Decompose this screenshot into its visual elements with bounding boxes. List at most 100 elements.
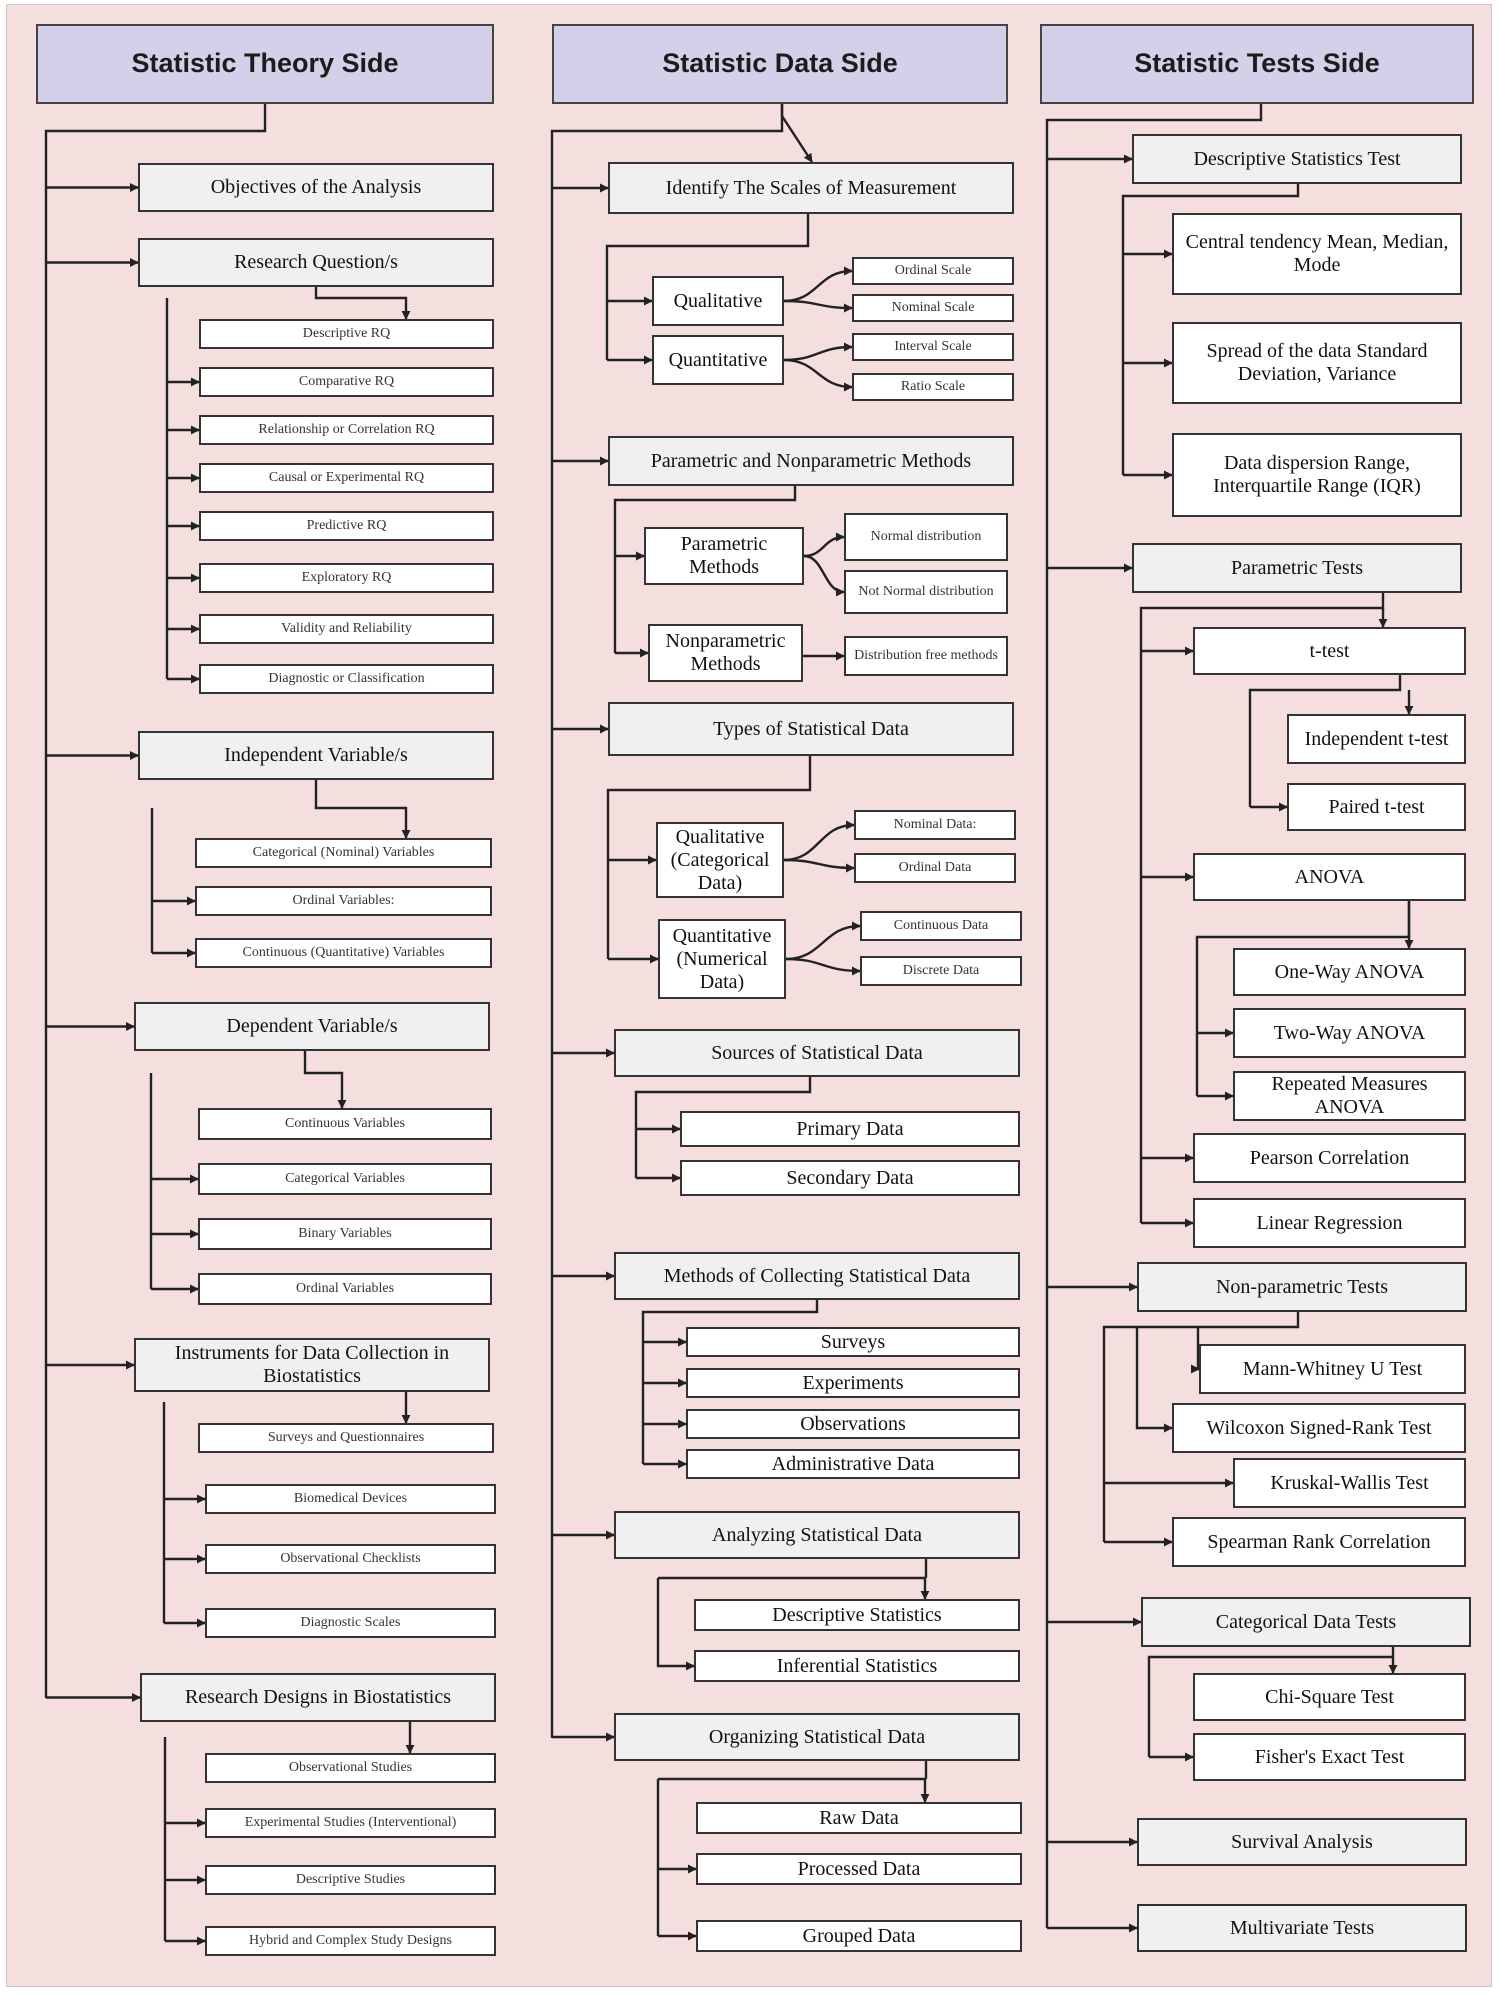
column-header-statistic-tests-side: Statistic Tests Side <box>1040 24 1474 104</box>
parametric-group-linear-regression: Linear Regression <box>1193 1198 1466 1248</box>
theory-section-research-designs-in-biostatistics: Research Designs in Biostatistics <box>140 1673 496 1722</box>
nonparametric-item-kruskal-wallis-test: Kruskal-Wallis Test <box>1233 1458 1466 1508</box>
collection-item-observations: Observations <box>686 1409 1020 1439</box>
scale-curve <box>783 266 853 303</box>
ttest-item-independent-t-test: Independent t-test <box>1287 714 1466 764</box>
method-spine <box>613 486 797 653</box>
scale-curve <box>783 299 853 313</box>
iv-item-continuous-quantitative-variables: Continuous (Quantitative) Variables <box>195 938 492 968</box>
rq-item-predictive-rq: Predictive RQ <box>199 511 494 541</box>
rq-item-validity-and-reliability: Validity and Reliability <box>199 614 494 644</box>
rq-item-descriptive-rq: Descriptive RQ <box>199 319 494 349</box>
organizing-down-arrow <box>658 1777 930 1803</box>
test-section-non-parametric-tests: Non-parametric Tests <box>1137 1262 1467 1312</box>
method-item-not-normal-distribution: Not Normal distribution <box>844 570 1008 614</box>
scale-item-nominal-scale: Nominal Scale <box>852 294 1014 322</box>
nonparametric-branch <box>1135 1327 1173 1433</box>
analysis-branch <box>656 1578 695 1671</box>
rq-item-exploratory-rq: Exploratory RQ <box>199 563 494 593</box>
data-section-organizing-statistical-data: Organizing Statistical Data <box>614 1713 1020 1761</box>
nonparametric-item-spearman-rank-correlation: Spearman Rank Correlation <box>1172 1517 1466 1567</box>
tests-main-spine <box>1045 104 1263 1928</box>
test-section-survival-analysis: Survival Analysis <box>1137 1818 1467 1866</box>
organizing-item-raw-data: Raw Data <box>696 1802 1022 1834</box>
theory-section-objectives-of-the-analysis: Objectives of the Analysis <box>138 163 494 212</box>
theory-main-spine <box>44 104 267 1698</box>
data-section-analyzing-statistical-data: Analyzing Statistical Data <box>614 1511 1020 1559</box>
analysis-item-descriptive-statistics: Descriptive Statistics <box>694 1599 1020 1631</box>
dv-item-ordinal-variables: Ordinal Variables <box>198 1273 492 1305</box>
dv-down-arrow <box>303 1051 347 1109</box>
collection-item-experiments: Experiments <box>686 1368 1020 1398</box>
data-section-identify-the-scales-of-measurement: Identify The Scales of Measurement <box>608 162 1014 214</box>
design-item-hybrid-and-complex-study-designs: Hybrid and Complex Study Designs <box>205 1926 496 1956</box>
instrument-item-surveys-and-questionnaires: Surveys and Questionnaires <box>198 1423 494 1453</box>
scale-spine <box>605 214 810 360</box>
collection-item-surveys: Surveys <box>686 1327 1020 1357</box>
theory-section-dependent-variable-s: Dependent Variable/s <box>134 1002 490 1051</box>
descriptive-item-spread-of-the-data-standard-deviation-variance: Spread of the data Standard Deviation, V… <box>1172 322 1462 404</box>
anova-item-two-way-anova: Two-Way ANOVA <box>1233 1008 1466 1058</box>
descriptive-item-central-tendency-mean-median-mode: Central tendency Mean, Median, Mode <box>1172 213 1462 295</box>
data-type-item-continuous-data: Continuous Data <box>860 911 1022 941</box>
anova-item-one-way-anova: One-Way ANOVA <box>1233 948 1466 996</box>
data-section-parametric-and-nonparametric-methods: Parametric and Nonparametric Methods <box>608 436 1014 486</box>
rq-down-arrow <box>314 287 411 320</box>
source-item-secondary-data: Secondary Data <box>680 1160 1020 1196</box>
data-type-curve <box>783 858 855 873</box>
iv-item-ordinal-variables: Ordinal Variables: <box>195 886 492 916</box>
data-header-arrow <box>780 104 814 163</box>
data-type-spine <box>606 756 812 959</box>
method-curve <box>803 554 845 597</box>
scale-item-ratio-scale: Ratio Scale <box>852 373 1014 401</box>
source-spine <box>634 1077 812 1178</box>
method-group-nonparametric-methods: Nonparametric Methods <box>648 624 803 682</box>
instrument-item-diagnostic-scales: Diagnostic Scales <box>205 1608 496 1638</box>
dv-item-categorical-variables: Categorical Variables <box>198 1163 492 1195</box>
nonparametric-branch <box>1190 1327 1200 1374</box>
source-item-primary-data: Primary Data <box>680 1111 1020 1147</box>
parametric-group-anova: ANOVA <box>1193 853 1466 901</box>
method-item-distribution-free-methods: Distribution free methods <box>844 636 1008 676</box>
theory-section-independent-variable-s: Independent Variable/s <box>138 731 494 780</box>
test-section-parametric-tests: Parametric Tests <box>1132 543 1462 593</box>
parametric-group-pearson-correlation: Pearson Correlation <box>1193 1133 1466 1183</box>
categorical-item-chi-square-test: Chi-Square Test <box>1193 1673 1466 1721</box>
data-section-types-of-statistical-data: Types of Statistical Data <box>608 702 1014 756</box>
scale-curve <box>783 358 853 392</box>
organizing-item-processed-data: Processed Data <box>696 1853 1022 1885</box>
parametric-group-t-test: t-test <box>1193 627 1466 675</box>
test-section-descriptive-statistics-test: Descriptive Statistics Test <box>1132 134 1462 184</box>
iv-down-arrow <box>314 780 411 839</box>
nonparametric-item-mann-whitney-u-test: Mann-Whitney U Test <box>1199 1344 1466 1394</box>
test-section-categorical-data-tests: Categorical Data Tests <box>1141 1597 1471 1647</box>
descriptive-spine <box>1121 184 1300 475</box>
data-type-curve <box>785 921 861 961</box>
column-header-statistic-data-side: Statistic Data Side <box>552 24 1008 104</box>
design-item-observational-studies: Observational Studies <box>205 1753 496 1783</box>
rq-item-causal-or-experimental-rq: Causal or Experimental RQ <box>199 463 494 493</box>
analysis-item-inferential-statistics: Inferential Statistics <box>694 1650 1020 1682</box>
method-curve <box>803 532 845 558</box>
parametric-spine <box>1139 593 1385 1223</box>
rq-item-diagnostic-or-classification: Diagnostic or Classification <box>199 664 494 694</box>
instrument-item-observational-checklists: Observational Checklists <box>205 1544 496 1574</box>
collection-item-administrative-data: Administrative Data <box>686 1449 1020 1479</box>
data-type-group-qualitative-categorical-data: Qualitative (Categorical Data) <box>656 822 784 898</box>
categorical-item-fisher-s-exact-test: Fisher's Exact Test <box>1193 1733 1466 1781</box>
scale-group-quantitative: Quantitative <box>652 335 784 385</box>
anova-item-repeated-measures-anova: Repeated Measures ANOVA <box>1233 1071 1466 1121</box>
scale-item-ordinal-scale: Ordinal Scale <box>852 257 1014 285</box>
scale-group-qualitative: Qualitative <box>652 276 784 326</box>
data-section-methods-of-collecting-statistical-data: Methods of Collecting Statistical Data <box>614 1252 1020 1300</box>
data-type-item-discrete-data: Discrete Data <box>860 956 1022 986</box>
data-type-group-quantitative-numerical-data: Quantitative (Numerical Data) <box>658 919 786 999</box>
data-section-sources-of-statistical-data: Sources of Statistical Data <box>614 1029 1020 1077</box>
dv-item-continuous-variables: Continuous Variables <box>198 1108 492 1140</box>
collection-spine <box>641 1300 819 1464</box>
nonparametric-item-wilcoxon-signed-rank-test: Wilcoxon Signed-Rank Test <box>1172 1403 1466 1453</box>
ttest-item-paired-t-test: Paired t-test <box>1287 783 1466 831</box>
descriptive-item-data-dispersion-range-interquartile-range-iqr: Data dispersion Range, Interquartile Ran… <box>1172 433 1462 517</box>
column-header-statistic-theory-side: Statistic Theory Side <box>36 24 494 104</box>
